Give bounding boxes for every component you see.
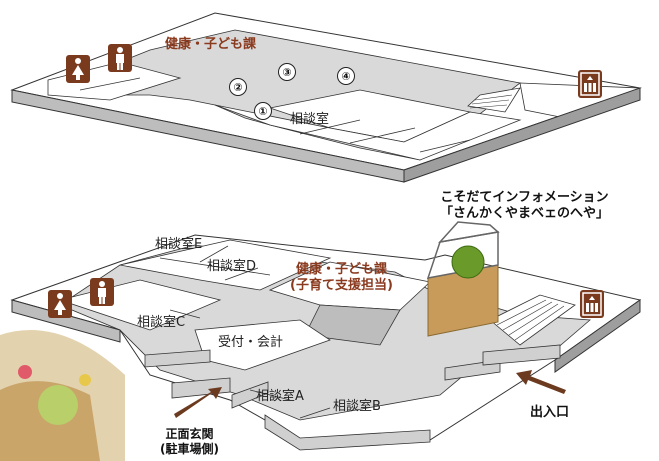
entrance-arrow: [516, 370, 566, 394]
info-title-line2: 「さんかくやまベェのへや」: [440, 206, 610, 222]
room-c-label: 相談室C: [137, 315, 186, 330]
male-restroom-icon: [90, 278, 114, 306]
male-restroom-icon: [108, 44, 132, 72]
counter-3: ③: [278, 63, 296, 81]
counter-1: ①: [254, 102, 272, 120]
mascot-photo: [0, 330, 125, 461]
elevator-icon: [580, 290, 604, 318]
main-entrance-arrow: [174, 387, 222, 418]
reception-label: 受付・会計: [218, 335, 284, 350]
main-entrance-label: 正面玄関 (駐車場側): [160, 427, 219, 457]
female-restroom-icon: [66, 55, 90, 83]
room-d-label: 相談室D: [207, 259, 257, 274]
room-b-label: 相談室B: [333, 399, 381, 414]
upper-dept-label: 健康・子ども課: [165, 37, 257, 52]
lower-dept-label: 健康・子ども課 (子育て支援担当): [290, 262, 393, 295]
female-restroom-icon: [48, 290, 72, 318]
main-entrance-line2: (駐車場側): [160, 442, 219, 456]
upper-floor: [10, 12, 642, 183]
elevator-icon: [578, 70, 602, 98]
lower-dept-label-line2: (子育て支援担当): [290, 278, 393, 294]
main-entrance-line1: 正面玄関: [165, 427, 214, 441]
info-booth-illustration: [426, 221, 500, 337]
upper-consult-room-label: 相談室: [290, 112, 330, 127]
counter-2: ②: [229, 78, 247, 96]
entrance-label: 出入口: [530, 405, 570, 420]
lower-dept-label-line1: 健康・子ども課: [295, 262, 387, 277]
info-title: こそだてインフォメーション 「さんかくやまベェのへや」: [440, 190, 609, 223]
room-e-label: 相談室E: [155, 237, 203, 252]
room-a-label: 相談室A: [256, 389, 304, 404]
info-title-line1: こそだてインフォメーション: [440, 190, 609, 205]
counter-4: ④: [337, 67, 355, 85]
